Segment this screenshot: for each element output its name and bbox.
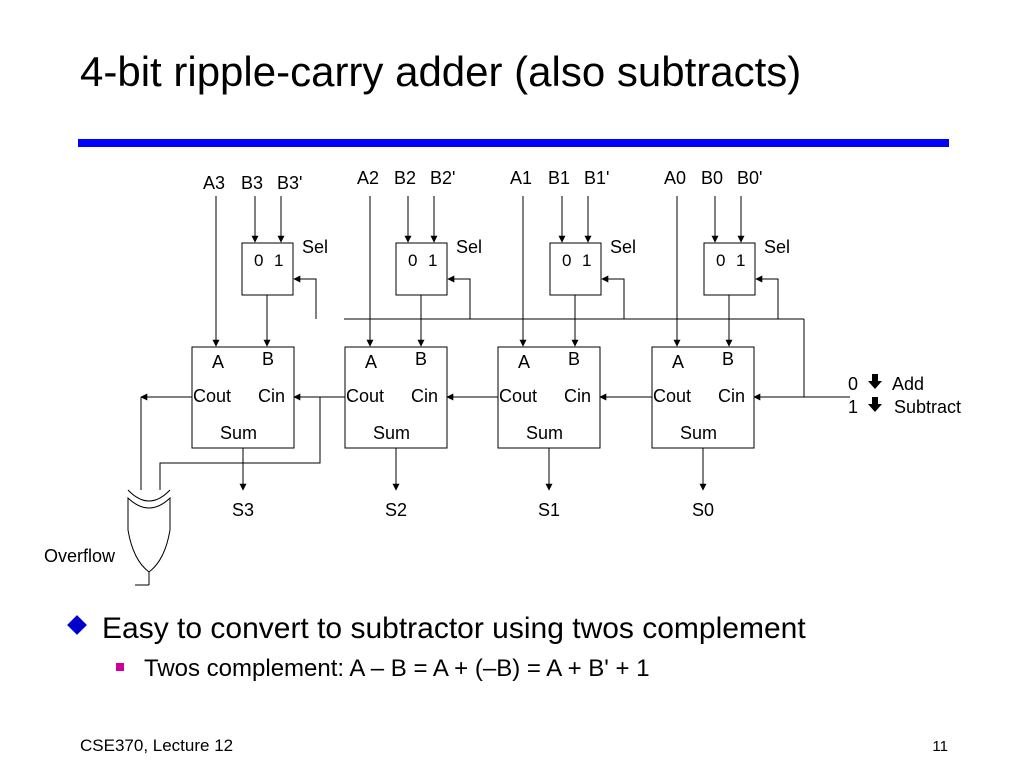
label-A2: A2 [357,168,379,188]
mux-B3 [241,242,294,296]
mux-in0-label: 0 [562,251,571,270]
label-A0: A0 [664,168,686,188]
mux-select-wire [755,275,779,319]
adder-a-label: A [518,352,530,372]
adder-a-label: A [672,352,684,372]
label-S3: S3 [232,500,254,520]
label-B0-not: B0' [737,168,762,188]
xor-gate-back [127,489,171,502]
square-bullet-icon [116,663,124,671]
adder-a-label: A [212,352,224,372]
mux-B2 [395,242,448,296]
adder-a-label: A [365,352,377,372]
adder-b-label: B [262,349,274,369]
slide-title: 4-bit ripple-carry adder (also subtracts… [80,48,802,95]
adder-cout-label: Cout [346,386,384,406]
mux-sel-label: Sel [764,237,790,257]
label-A3: A3 [203,173,225,193]
label-B2: B2 [394,168,416,188]
add-value: 0 [848,374,858,394]
mux-in1-label: 1 [428,251,437,270]
adder-b-label: B [415,349,427,369]
adder-cin-label: Cin [411,386,438,406]
diamond-bullet-icon [67,615,87,635]
title-rule [78,139,949,147]
adder-cout-label: Cout [193,386,231,406]
mux-in1-label: 1 [274,251,283,270]
mux-B1 [549,242,602,296]
adder-cout-label: Cout [499,386,537,406]
adder-sum-label: Sum [526,423,563,443]
mux-sel-label: Sel [610,237,636,257]
xor-gate-body [127,496,171,573]
adder-cin-label: Cin [258,386,285,406]
carry-in-to-xor [159,397,321,490]
mux-select-wire [293,275,317,319]
bullet-sub-text: Twos complement: A – B = A + (–B) = A + … [144,655,650,682]
mux-in0-label: 0 [408,251,417,270]
mux-sel-label: Sel [456,237,482,257]
subtract-label: Subtract [894,397,961,417]
bullet-sub: Twos complement: A – B = A + (–B) = A + … [116,655,650,683]
label-B1-not: B1' [584,168,609,188]
mux-in0-label: 0 [716,251,725,270]
label-B1: B1 [548,168,570,188]
label-B0: B0 [701,168,723,188]
slide-number: 11 [932,738,948,755]
adder-cin-label: Cin [718,386,745,406]
full-adder-2 [497,346,601,449]
down-arrow-icon [868,374,882,389]
mux-in0-label: 0 [254,251,263,270]
mux-select-wire [601,275,625,319]
label-S2: S2 [385,500,407,520]
label-B2-not: B2' [430,168,455,188]
overflow-label: Overflow [44,546,116,566]
label-A1: A1 [510,168,532,188]
adder-sum-label: Sum [220,423,257,443]
full-adder-3 [651,346,755,449]
adder-b-label: B [722,349,734,369]
mux-in1-label: 1 [736,251,745,270]
adder-cout-label: Cout [653,386,691,406]
label-B3: B3 [241,173,263,193]
mux-select-wire [447,275,471,319]
adder-sum-label: Sum [680,423,717,443]
add-label: Add [892,374,924,394]
mux-B0 [703,242,756,296]
adder-cin-label: Cin [564,386,591,406]
label-S0: S0 [692,500,714,520]
label-B3-not: B3' [277,173,302,193]
adder-sum-label: Sum [373,423,410,443]
mux-sel-label: Sel [302,237,328,257]
down-arrow-icon [868,397,882,412]
mux-in1-label: 1 [582,251,591,270]
bullet-main: Easy to convert to subtractor using twos… [67,612,806,646]
adder-b-label: B [568,349,580,369]
label-S1: S1 [538,500,560,520]
subtract-value: 1 [848,397,858,417]
bullet-main-text: Easy to convert to subtractor using twos… [102,612,806,645]
footer-course: CSE370, Lecture 12 [80,736,234,755]
